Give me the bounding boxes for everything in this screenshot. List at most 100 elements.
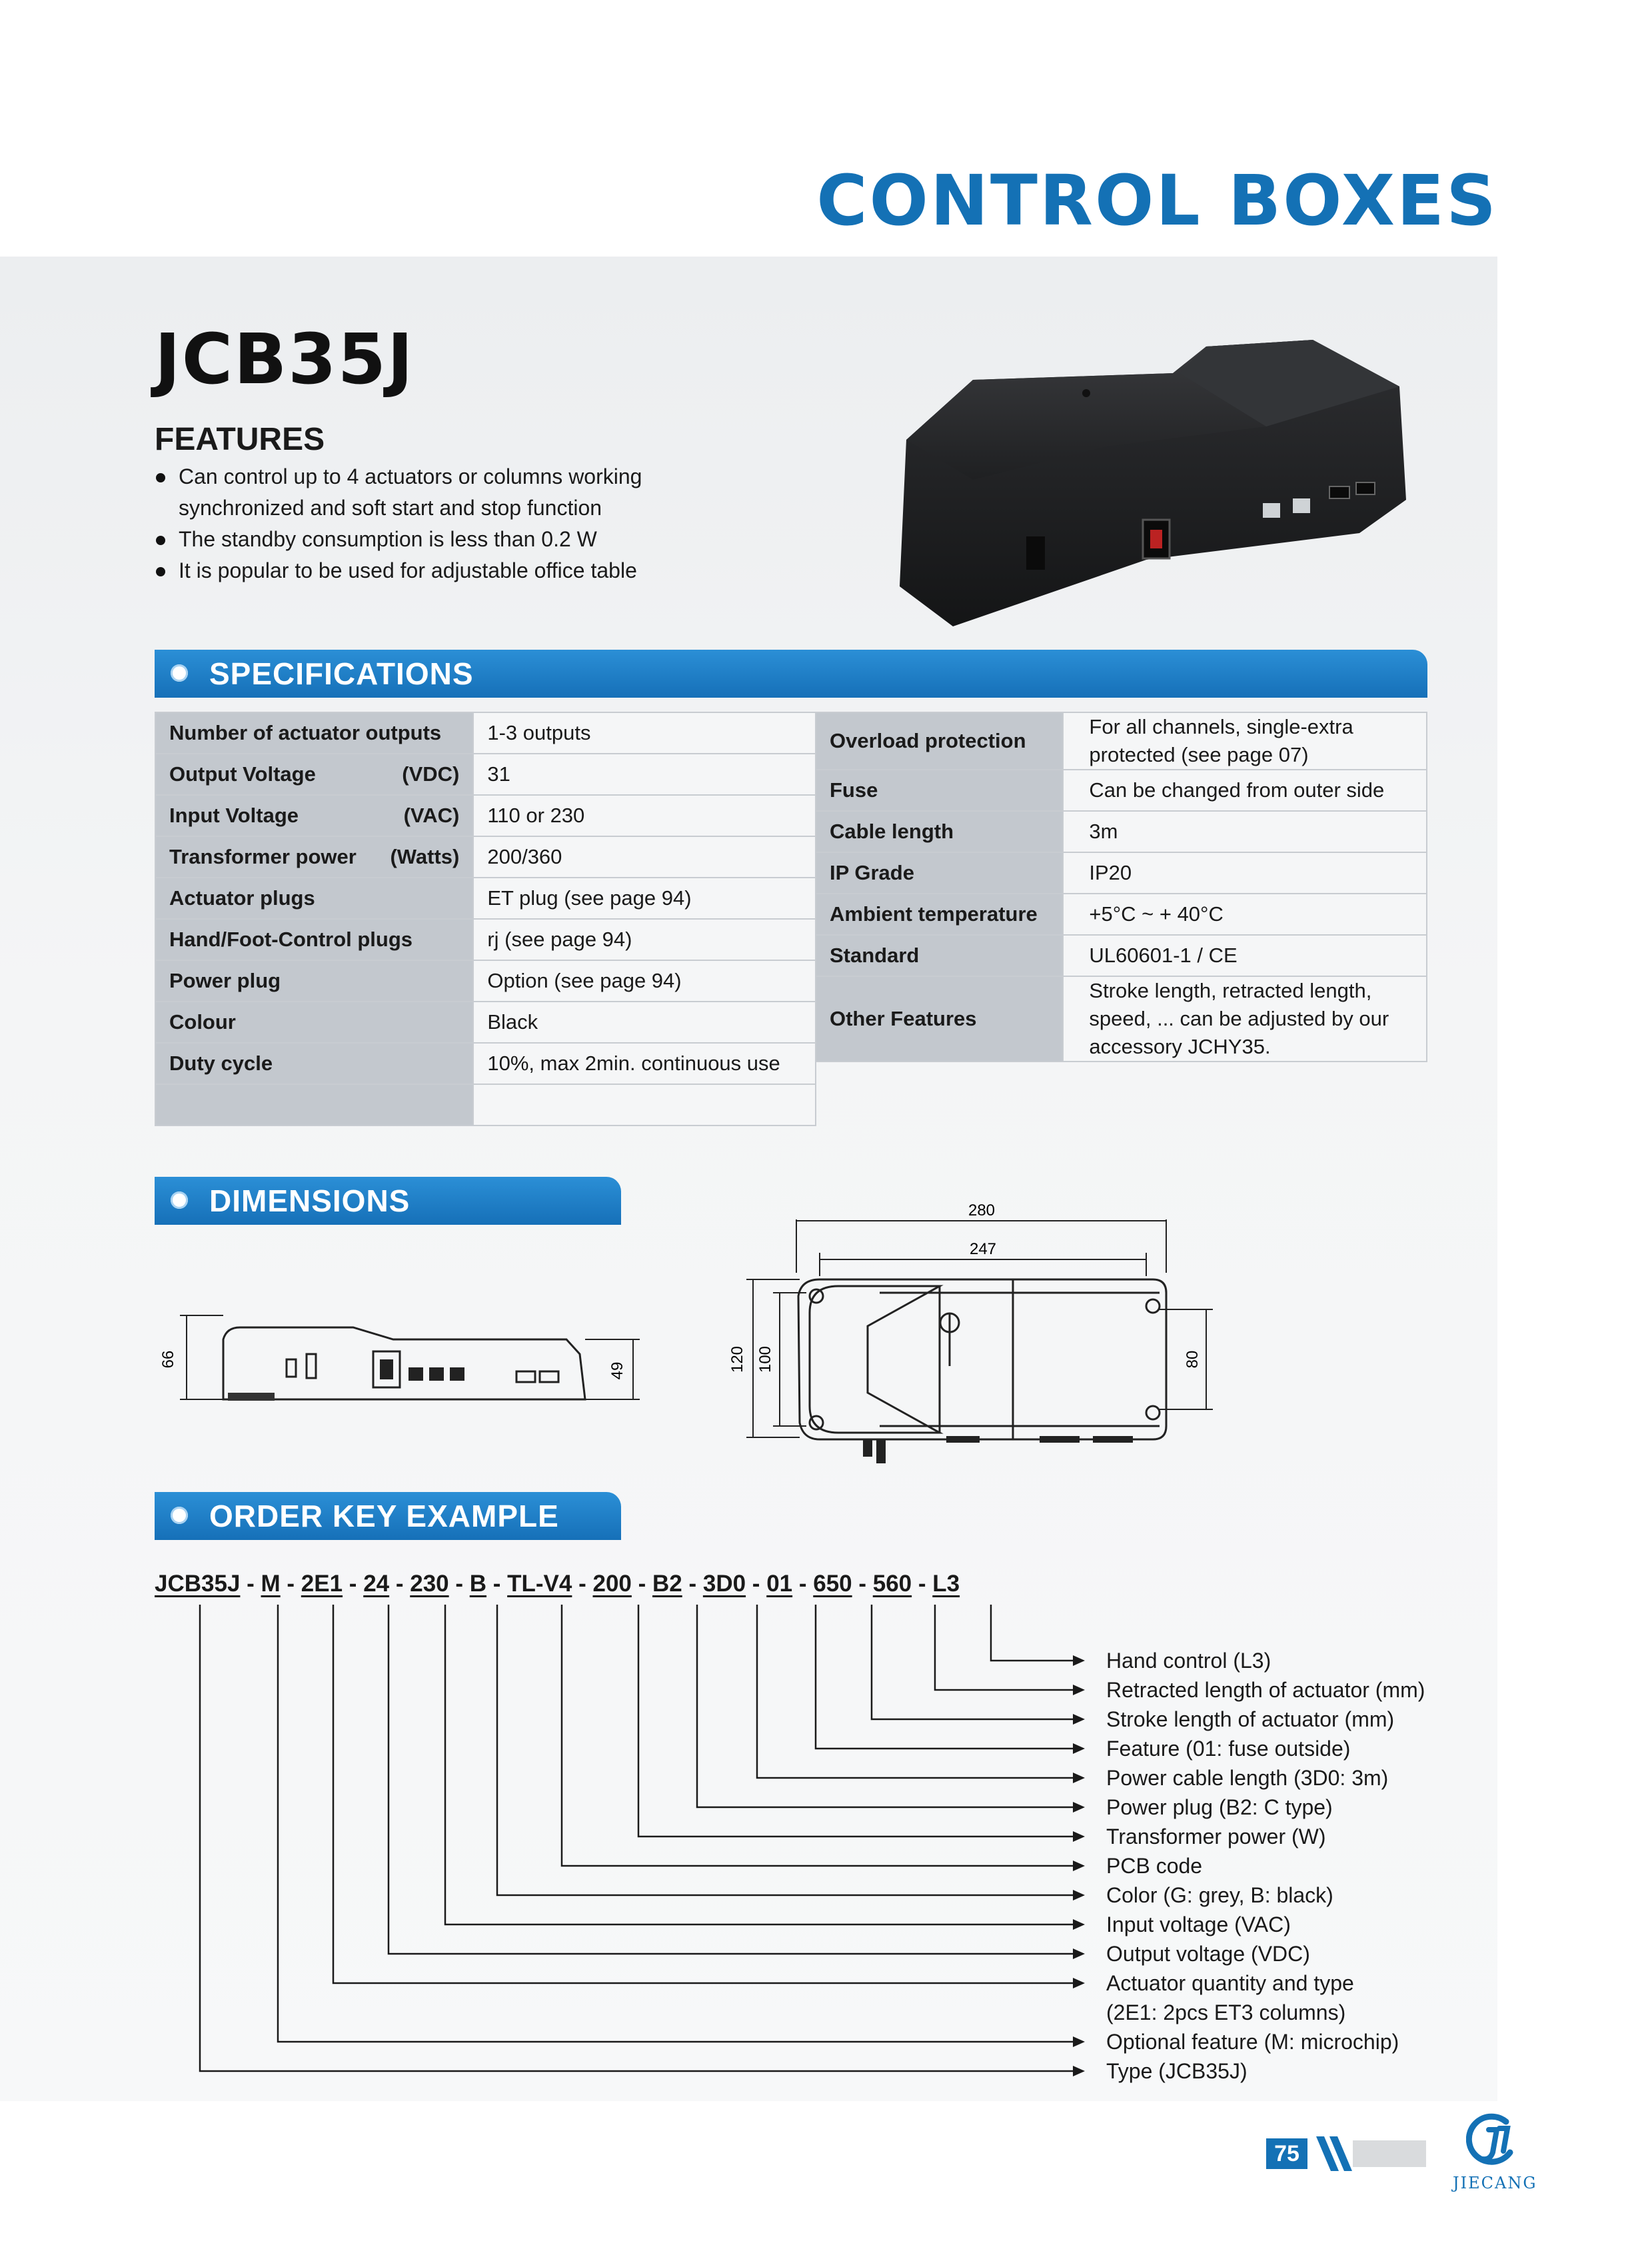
spec-label: Fuse (814, 769, 1064, 812)
order-segment: M (261, 1571, 281, 1597)
spec-value: Can be changed from outer side (1062, 769, 1427, 812)
spec-value: ET plug (see page 94) (472, 877, 816, 920)
spec-label: Overload protection (814, 712, 1064, 770)
order-segment: B2 (652, 1571, 682, 1597)
order-segment: 200 (592, 1571, 632, 1597)
specifications-header: SPECIFICATIONS (155, 650, 1427, 698)
order-key-legend: Hand control (L3) Retracted length of ac… (1106, 1646, 1425, 2086)
bullet-icon (171, 1507, 188, 1524)
order-key-code: JCB35J - M - 2E1 - 24 - 230 - B - TL-V4 … (155, 1571, 960, 1597)
legend-item: Optional feature (M: microchip) (1106, 2030, 1399, 2054)
product-photo (900, 340, 1406, 626)
spec-label: Actuator plugs (154, 877, 474, 920)
spec-value: rj (see page 94) (472, 918, 816, 961)
spec-value: Black (472, 1001, 816, 1044)
spec-value: 31 (472, 753, 816, 796)
table-row (154, 1084, 816, 1126)
legend-item: Feature (01: fuse outside) (1106, 1737, 1351, 1761)
spec-value: Option (see page 94) (472, 960, 816, 1002)
spec-label: Input Voltage(VAC) (154, 794, 474, 837)
dim-length-inner: 247 (970, 1240, 996, 1258)
page-slash-icon (1316, 2136, 1352, 2171)
spec-label: Output Voltage(VDC) (154, 753, 474, 796)
dim-width-outer: 120 (728, 1346, 746, 1373)
spec-label: Transformer power(Watts) (154, 836, 474, 878)
dim-width-inner: 100 (756, 1346, 774, 1373)
feature-item: It is popular to be used for adjustable … (155, 555, 688, 586)
spec-label: IP Grade (814, 852, 1064, 894)
section-title: DIMENSIONS (209, 1183, 411, 1218)
legend-item: Type (JCB35J) (1106, 2059, 1247, 2083)
jiecang-logo-icon (1466, 2113, 1513, 2165)
page-number: 75 (1266, 2138, 1307, 2169)
spec-label: Cable length (814, 810, 1064, 853)
legend-item: Stroke length of actuator (mm) (1106, 1707, 1395, 1731)
dim-width-mount: 80 (1184, 1351, 1202, 1369)
table-row: Transformer power(Watts)200/360 (154, 836, 816, 878)
section-title: SPECIFICATIONS (209, 656, 474, 691)
order-segment: 230 (410, 1571, 449, 1597)
order-segment: 3D0 (702, 1571, 746, 1597)
features-list: Can control up to 4 actuators or columns… (155, 461, 688, 586)
spec-label: Ambient temperature (814, 893, 1064, 936)
order-key-leaders (199, 1605, 1085, 2076)
feature-item: The standby consumption is less than 0.2… (155, 524, 688, 555)
product-model: JCB35J (155, 319, 414, 400)
legend-item: Output voltage (VDC) (1106, 1942, 1310, 1966)
dimensions-header: DIMENSIONS (155, 1177, 621, 1225)
dim-height-left: 66 (159, 1351, 177, 1369)
spec-value (472, 1084, 816, 1126)
bullet-icon (171, 664, 188, 682)
order-segment: 560 (872, 1571, 912, 1597)
spec-label: Power plug (154, 960, 474, 1002)
spec-label: Standard (814, 934, 1064, 977)
spec-value: 10%, max 2min. continuous use (472, 1042, 816, 1085)
order-segment: 01 (766, 1571, 793, 1597)
brand-name: JIECANG (1453, 2174, 1537, 2192)
legend-item: PCB code (1106, 1854, 1203, 1878)
legend-item: Retracted length of actuator (mm) (1106, 1678, 1425, 1702)
spec-value: 3m (1062, 810, 1427, 853)
table-row: Ambient temperature+5°C ~ + 40°C (814, 893, 1427, 936)
spec-value: UL60601-1 / CE (1062, 934, 1427, 977)
order-segment: B (469, 1571, 487, 1597)
dim-height-right: 49 (608, 1362, 626, 1380)
order-segment: 24 (363, 1571, 390, 1597)
dim-length-outer: 280 (968, 1201, 995, 1219)
section-title: ORDER KEY EXAMPLE (209, 1499, 559, 1533)
feature-item: Can control up to 4 actuators or columns… (155, 461, 688, 524)
spec-value: 110 or 230 (472, 794, 816, 837)
legend-item: Power plug (B2: C type) (1106, 1795, 1333, 1819)
spec-value: For all channels, single-extra protected… (1062, 712, 1427, 770)
spec-label: Hand/Foot-Control plugs (154, 918, 474, 961)
legend-item: Input voltage (VAC) (1106, 1912, 1291, 1936)
spec-label: Colour (154, 1001, 474, 1044)
spec-value: 200/360 (472, 836, 816, 878)
spec-value: IP20 (1062, 852, 1427, 894)
order-key-header: ORDER KEY EXAMPLE (155, 1492, 621, 1540)
legend-item: Actuator quantity and type (1106, 1971, 1354, 1995)
spec-label: Other Features (814, 976, 1064, 1062)
spec-value: Stroke length, retracted length, speed, … (1062, 976, 1427, 1062)
spec-label (154, 1084, 474, 1126)
spec-label: Number of actuator outputs (154, 712, 474, 754)
legend-item: Hand control (L3) (1106, 1649, 1271, 1673)
order-segment: JCB35J (155, 1571, 241, 1597)
page-heading: CONTROL BOXES (816, 160, 1498, 241)
table-row: Output Voltage(VDC)31 (154, 753, 816, 796)
legend-item: (2E1: 2pcs ET3 columns) (1106, 2000, 1346, 2024)
order-segment: L3 (932, 1571, 960, 1597)
bullet-icon (171, 1191, 188, 1209)
legend-item: Color (G: grey, B: black) (1106, 1883, 1333, 1907)
features-title: FEATURES (155, 422, 325, 457)
